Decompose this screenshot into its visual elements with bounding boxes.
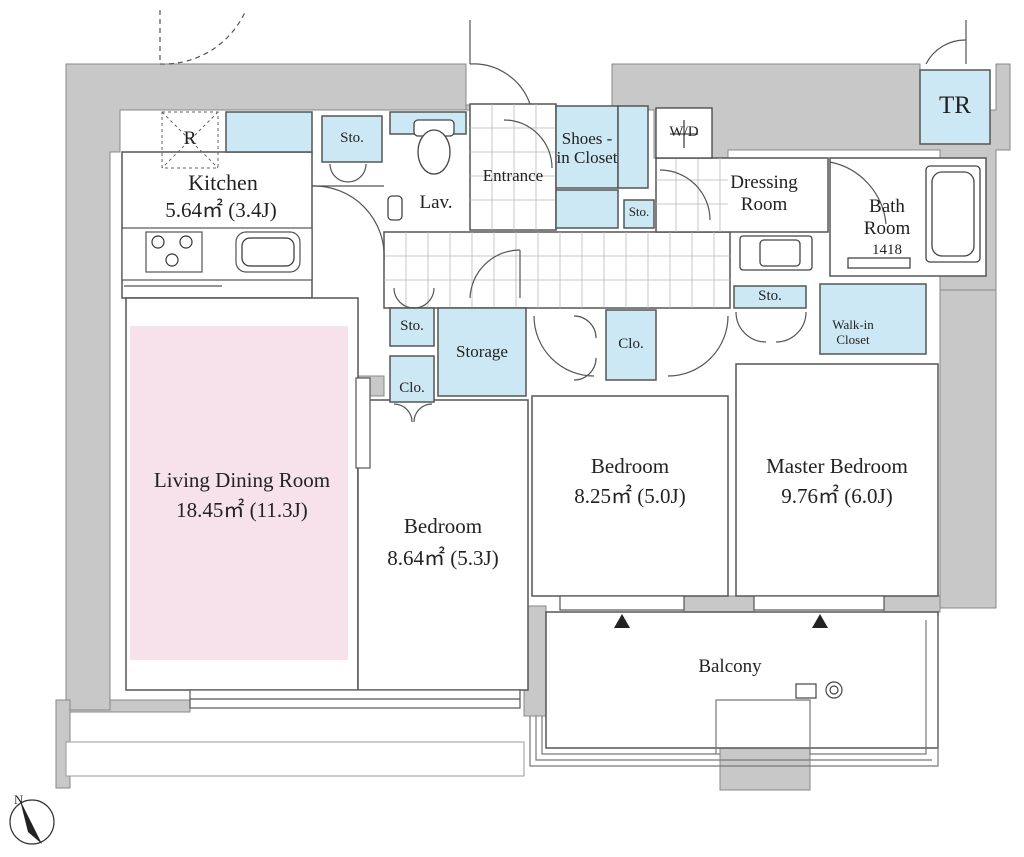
room-name-balcony: Balcony [698, 656, 762, 677]
room-area-master: 9.76㎡ (6.0J) [781, 484, 893, 508]
room-name-dressing: Dressing Room [730, 172, 798, 215]
label-sto-kitchen: Sto. [340, 130, 364, 146]
room-area-kitchen: 5.64㎡ (3.4J) [165, 198, 277, 222]
room-area-living: 18.45㎡ (11.3J) [176, 498, 308, 522]
room-name-bath: Bath Room [863, 196, 911, 239]
room-area-bedroom-west: 8.64㎡ (5.3J) [387, 546, 499, 570]
room-name-fridge: R [183, 128, 197, 149]
outer-walls [55, 63, 1011, 791]
room-name-tr: TR [939, 92, 971, 119]
room-name-shoes: Shoes -in Closet [556, 129, 618, 167]
kitchen-counter [121, 227, 313, 287]
room-name-kitchen: Kitchen [188, 170, 258, 195]
windows [189, 377, 885, 709]
room-name-master: Master Bedroom [766, 454, 908, 478]
room-name-walkin: Walk-in Closet [832, 317, 874, 347]
label-sto-master: Sto. [758, 288, 782, 304]
room-name-lav: Lav. [419, 192, 453, 213]
svg-text:N: N [14, 792, 24, 807]
room-name-wd: W/D [669, 124, 699, 140]
room-name-living: Living Dining Room [153, 468, 331, 492]
living-floor [130, 326, 348, 660]
room-name-storage: Storage [456, 342, 508, 361]
balcony-rail [529, 616, 939, 767]
label-sto-hall: Sto. [400, 318, 424, 334]
room-name-entrance: Entrance [482, 166, 544, 185]
label-sto-entrance: Sto. [628, 204, 650, 219]
door-swings [159, 9, 967, 423]
toilet-icon [387, 119, 455, 221]
room-code-bath: 1418 [872, 242, 902, 258]
sink-icon [241, 237, 295, 267]
fridge-box [161, 111, 219, 169]
north-compass-icon: N [9, 792, 55, 845]
washer-drain-icon [655, 107, 813, 271]
bathtub-icon [847, 165, 981, 269]
tile-grid [384, 104, 730, 308]
stove-icon [151, 235, 193, 267]
exit-markers [614, 614, 828, 628]
label-clo-center: Clo. [618, 336, 644, 352]
room-area-bedroom-center: 8.25㎡ (5.0J) [574, 484, 686, 508]
room-name-bedroom-center: Bedroom [590, 454, 670, 478]
label-clo-west: Clo. [399, 380, 425, 396]
room-name-bedroom-west: Bedroom [403, 514, 483, 538]
balcony-outlet-icon [795, 681, 843, 699]
